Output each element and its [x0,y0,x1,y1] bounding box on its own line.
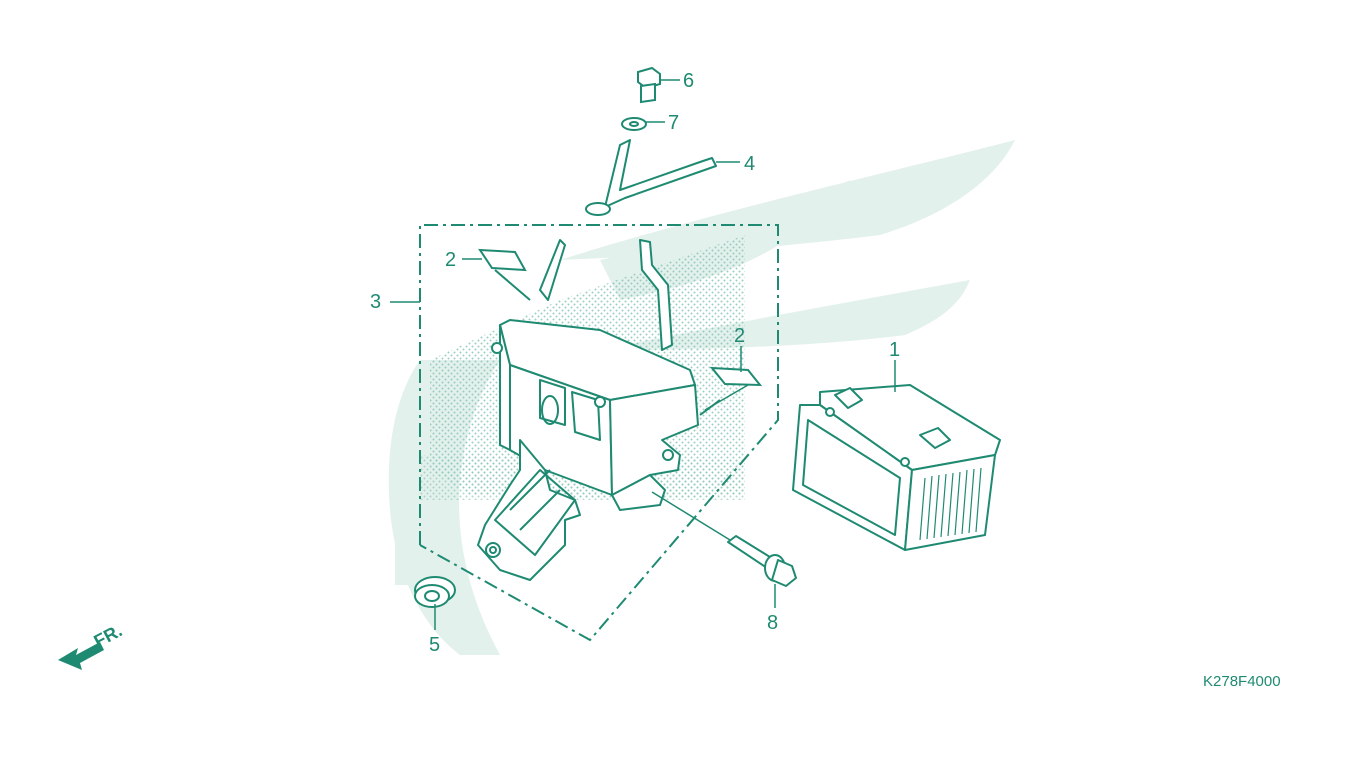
callout-5: 5 [429,634,440,656]
callout-7: 7 [668,112,679,134]
diagram-code: K278F4000 [1203,673,1281,690]
battery-frame [477,239,721,581]
kit-boundary [419,224,779,642]
leader-lines [390,79,896,630]
grommet-5 [414,576,456,608]
callout-2-right: 2 [734,325,745,347]
rubber-pad-right [709,366,763,387]
callout-8: 8 [767,612,778,634]
callout-1: 1 [889,339,900,361]
battery [792,384,1001,551]
front-direction-arrow: FR. [58,620,125,670]
callout-3: 3 [370,291,381,313]
callout-4: 4 [744,153,755,175]
bolt-8 [727,535,797,587]
callout-6: 6 [683,70,694,92]
callout-2-upper: 2 [445,249,456,271]
battery-stay [585,139,717,216]
bolt-6 [637,66,661,104]
washer-7 [621,117,647,131]
rubber-pad-upper [478,248,527,272]
